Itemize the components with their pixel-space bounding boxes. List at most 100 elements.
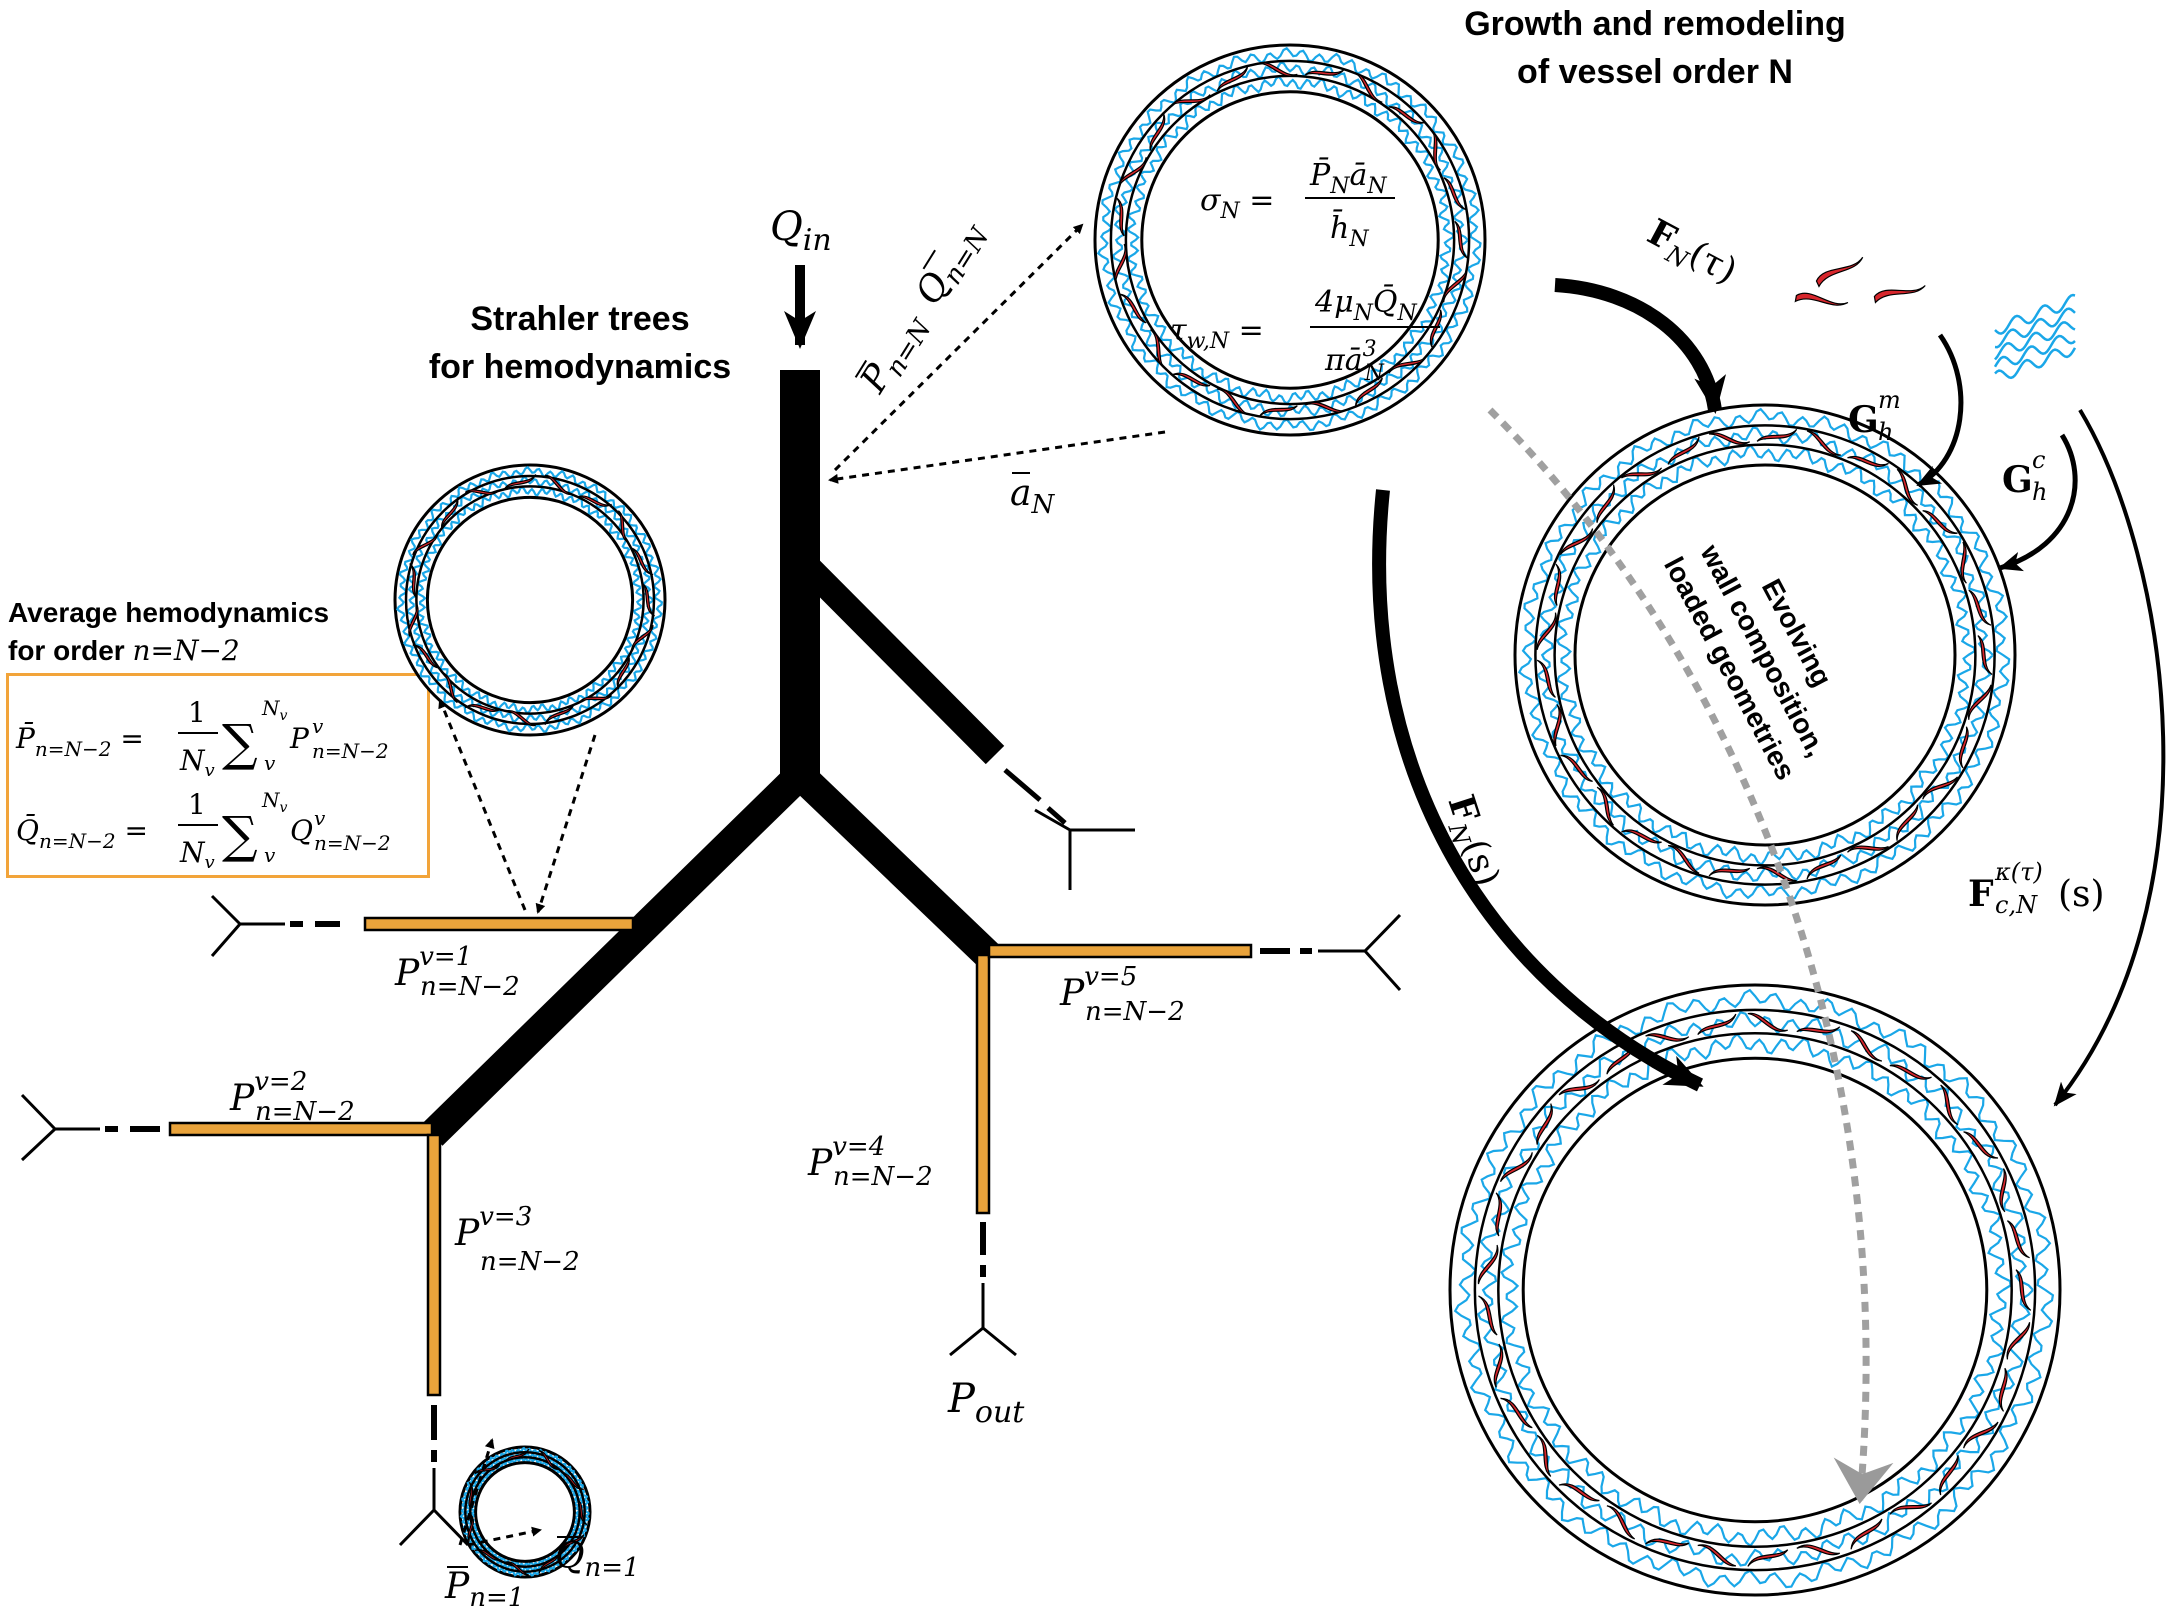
vessel-v2 bbox=[168, 1121, 434, 1137]
pressure-label-v3: Pv=3 bbox=[454, 1202, 532, 1254]
svg-text:h: h bbox=[2032, 478, 2047, 506]
svg-text:h: h bbox=[1878, 418, 1893, 446]
svg-text:Nv: Nv bbox=[179, 744, 215, 781]
svg-text:n=N−2: n=N−2 bbox=[314, 831, 391, 855]
svg-text:v: v bbox=[312, 714, 324, 738]
svg-text:τw,N =: τw,N = bbox=[1170, 313, 1264, 354]
svg-text:∑: ∑ bbox=[222, 806, 258, 864]
v2-terminal-glyph bbox=[20, 1093, 100, 1162]
q-in-label: Qin bbox=[770, 204, 832, 258]
g-c-label: G bbox=[2002, 459, 2033, 501]
collagen-fiber bbox=[1994, 347, 2077, 380]
upper-right-terminal-glyph bbox=[1034, 808, 1135, 890]
f-tau-arrow bbox=[1554, 278, 1727, 414]
gr-title-line1: Growth and remodeling bbox=[1464, 5, 1846, 43]
svg-text:n=N−2: n=N−2 bbox=[1085, 997, 1185, 1027]
svg-text:P̄n=N−2 =: P̄n=N−2 = bbox=[15, 721, 144, 761]
svg-text:h̄N: h̄N bbox=[1330, 208, 1369, 252]
vessel-cross-sections bbox=[393, 43, 2062, 1597]
v1-terminal-glyph bbox=[210, 894, 285, 957]
vessel-section-bottom bbox=[458, 1445, 592, 1579]
upper-right-branch bbox=[796, 555, 1005, 765]
svg-text:v: v bbox=[264, 843, 276, 867]
average-hemodynamics-box bbox=[6, 673, 430, 878]
dotted-gray-path bbox=[1487, 407, 1894, 1504]
svg-text:Q̄n=N−2 =: Q̄n=N−2 = bbox=[16, 813, 148, 853]
gr-title-line2: of vessel order N bbox=[1517, 53, 1793, 91]
vessel-v3 bbox=[426, 1133, 442, 1397]
vessel-v4 bbox=[975, 953, 991, 1215]
pressure-label-v2: Pv=2 bbox=[229, 1067, 307, 1119]
svg-text:m: m bbox=[1878, 386, 1901, 414]
svg-text:n=N−2: n=N−2 bbox=[312, 739, 389, 763]
svg-text:n=N−2: n=N−2 bbox=[833, 1162, 933, 1192]
smooth-muscle-cell bbox=[1873, 285, 1926, 304]
g-m-arrow bbox=[1916, 333, 1964, 488]
svg-text:Nv: Nv bbox=[261, 788, 288, 816]
f-c-arrow bbox=[2053, 408, 2166, 1107]
strahler-title-line2: for hemodynamics bbox=[429, 348, 731, 386]
svg-text:v: v bbox=[314, 806, 326, 830]
g-c-arrow bbox=[1998, 433, 2078, 572]
growth-arrows bbox=[1372, 278, 2166, 1107]
svg-text:c,N: c,N bbox=[1995, 891, 2038, 919]
strahler-tree bbox=[20, 265, 1402, 1547]
vessel-v5 bbox=[987, 943, 1253, 959]
pressure-label-v4: Pv=4 bbox=[807, 1132, 885, 1184]
v4-terminal-glyph bbox=[949, 1283, 1017, 1357]
pressure-labels: Pv=1 n=N−2 Pv=2 n=N−2 Pv=3 n=N−2 Pv=4 n=… bbox=[229, 942, 1185, 1277]
avg-title-line2: for order n=N−2 bbox=[8, 634, 240, 667]
f-s-arrow bbox=[1372, 489, 1704, 1092]
f-c-label: F bbox=[1968, 873, 1994, 915]
collagen-fiber bbox=[1994, 321, 2076, 361]
svg-text:n=N−2: n=N−2 bbox=[255, 1097, 355, 1127]
svg-text:c: c bbox=[2032, 446, 2045, 474]
vessel-section-top bbox=[1093, 43, 1487, 437]
q-bar-bottom-label: Qn=1 bbox=[555, 1536, 640, 1583]
svg-text:σN =: σN = bbox=[1200, 183, 1274, 224]
svg-text:n=N−2: n=N−2 bbox=[480, 1247, 580, 1277]
avg-title-line1: Average hemodynamics bbox=[8, 597, 329, 628]
order-n2-vessels bbox=[168, 916, 1253, 1397]
pressure-label-v5: Pv=5 bbox=[1059, 962, 1137, 1014]
pressure-label-v1: Pv=1 bbox=[394, 942, 472, 994]
svg-text:κ(τ): κ(τ) bbox=[1994, 858, 2043, 886]
svg-text:Q: Q bbox=[290, 814, 313, 847]
svg-text:Nv: Nv bbox=[179, 836, 215, 873]
smooth-muscle-cell bbox=[1794, 292, 1849, 306]
svg-text:1: 1 bbox=[188, 696, 206, 729]
svg-text:n=N−2: n=N−2 bbox=[420, 972, 520, 1002]
p-bar-bottom-label: Pn=1 bbox=[444, 1566, 524, 1608]
svg-text:∑: ∑ bbox=[222, 714, 258, 772]
vessel-section-final bbox=[1448, 983, 2062, 1597]
svg-text:(s): (s) bbox=[2058, 874, 2105, 915]
v5-terminal-glyph bbox=[1318, 913, 1402, 992]
svg-text:FN(τ): FN(τ) bbox=[1638, 211, 1744, 297]
vessel-section-left bbox=[393, 463, 667, 737]
vessel-section-evolving bbox=[1513, 403, 2017, 907]
new-constituents bbox=[1794, 256, 2077, 380]
collagen-fiber bbox=[1994, 293, 2076, 335]
v3-terminal-glyph bbox=[398, 1468, 470, 1547]
svg-text:Pn=NQn=N: Pn=NQn=N bbox=[852, 212, 996, 404]
a-bar-label: aN bbox=[1010, 473, 1055, 520]
smooth-muscle-cell bbox=[1815, 256, 1864, 288]
g-m-label: G bbox=[1848, 399, 1879, 441]
collagen-fiber bbox=[1993, 334, 2076, 368]
vessel-v1 bbox=[363, 916, 635, 932]
strahler-title-line1: Strahler trees bbox=[470, 300, 689, 338]
avg-equations: P̄n=N−2 = 1 Nv ∑ Nv v P v n=N−2 Q̄n=N−2 … bbox=[15, 696, 391, 873]
svg-text:Nv: Nv bbox=[261, 696, 288, 724]
svg-text:P: P bbox=[289, 722, 310, 755]
upper-right-dashed-end bbox=[1003, 768, 1067, 825]
svg-text:4μNQ̄N: 4μNQ̄N bbox=[1314, 284, 1417, 326]
svg-text:1: 1 bbox=[188, 788, 206, 821]
dotted-arrows bbox=[438, 223, 1166, 1547]
svg-text:P̄NāN: P̄NāN bbox=[1309, 157, 1387, 199]
lower-left-branch bbox=[421, 764, 811, 1146]
lower-right-branch bbox=[789, 764, 999, 966]
p-out-label: Pout bbox=[947, 1376, 1025, 1430]
